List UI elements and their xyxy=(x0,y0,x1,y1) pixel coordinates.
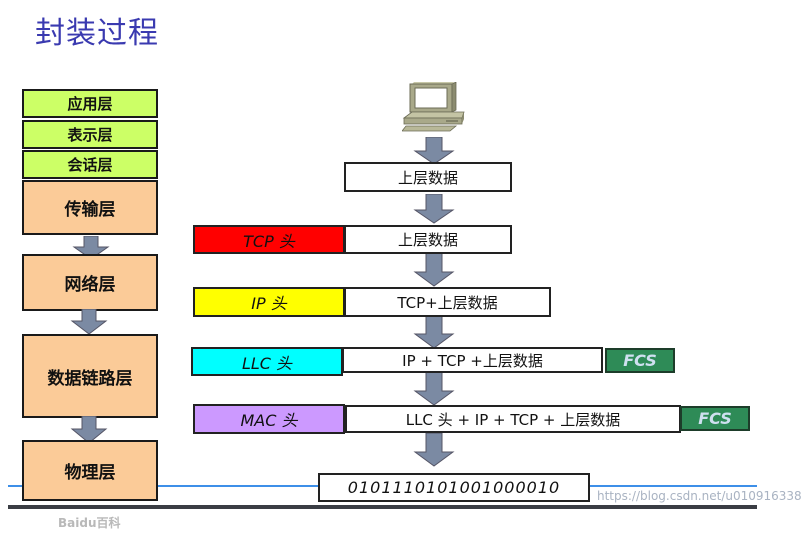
osi-layer-label: 传输层 xyxy=(64,200,116,220)
header-label: MAC 头 xyxy=(240,411,298,430)
down-arrow-icon xyxy=(413,372,455,406)
osi-layer-label: 会话层 xyxy=(67,156,113,174)
payload-label: TCP+上层数据 xyxy=(397,293,498,312)
ip-payload-box: TCP+上层数据 xyxy=(344,287,551,317)
llc-header-box: LLC 头 xyxy=(191,347,343,376)
llc-fcs-box: FCS xyxy=(605,348,675,373)
llc-payload-box: IP + TCP +上层数据 xyxy=(342,347,603,373)
tcp-header-box: TCP 头 xyxy=(193,225,345,254)
osi-layer-label: 表示层 xyxy=(67,126,113,144)
application-data-box: 上层数据 xyxy=(344,162,512,192)
payload-label: LLC 头 + IP + TCP + 上层数据 xyxy=(405,410,621,429)
payload-label: 上层数据 xyxy=(397,231,458,249)
down-arrow-icon xyxy=(413,253,455,287)
osi-layer-data-link: 数据链路层 xyxy=(22,334,158,418)
dark-bottom-bar xyxy=(8,505,757,509)
bitstream-label: 0101110101001000010 xyxy=(347,478,561,497)
mac-payload-box: LLC 头 + IP + TCP + 上层数据 xyxy=(345,405,681,433)
baidu-watermark: Baidu百科 xyxy=(58,516,121,530)
header-label: LLC 头 xyxy=(241,353,293,373)
osi-layer-label: 物理层 xyxy=(64,463,116,483)
mac-header-box: MAC 头 xyxy=(193,404,345,434)
osi-layer-session: 会话层 xyxy=(22,150,158,179)
down-arrow-icon xyxy=(413,194,455,224)
down-arrow-icon xyxy=(70,309,108,335)
computer-icon xyxy=(402,82,465,132)
tcp-payload-box: 上层数据 xyxy=(344,225,512,254)
payload-label: IP + TCP +上层数据 xyxy=(402,351,543,370)
osi-layer-label: 网络层 xyxy=(64,275,116,295)
osi-layer-transport: 传输层 xyxy=(22,180,158,235)
down-arrow-icon xyxy=(72,236,110,260)
ip-header-box: IP 头 xyxy=(193,287,345,317)
trailer-label: FCS xyxy=(698,409,732,428)
csdn-watermark: https://blog.csdn.net/u010916338 xyxy=(597,489,802,503)
osi-layer-application: 应用层 xyxy=(22,89,158,118)
down-arrow-icon xyxy=(70,416,108,444)
osi-layer-network: 网络层 xyxy=(22,254,158,311)
osi-layer-label: 应用层 xyxy=(67,95,113,113)
bitstream-box: 0101110101001000010 xyxy=(318,473,590,502)
osi-layer-presentation: 表示层 xyxy=(22,120,158,149)
down-arrow-icon xyxy=(413,433,455,467)
down-arrow-icon xyxy=(413,315,455,349)
osi-layer-label: 数据链路层 xyxy=(47,368,133,389)
trailer-label: FCS xyxy=(623,351,657,370)
down-arrow-icon xyxy=(413,137,455,165)
osi-layer-physical: 物理层 xyxy=(22,440,158,501)
data-label: 上层数据 xyxy=(397,168,458,187)
header-label: IP 头 xyxy=(251,294,287,313)
page-title: 封装过程 xyxy=(35,16,159,51)
mac-fcs-box: FCS xyxy=(680,406,750,431)
header-label: TCP 头 xyxy=(243,231,295,251)
